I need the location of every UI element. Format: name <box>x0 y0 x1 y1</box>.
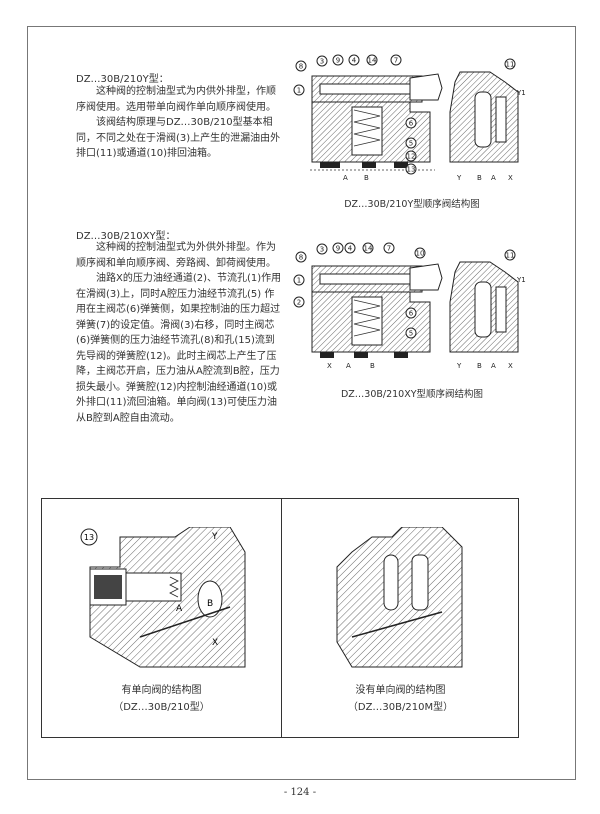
left-caption-line2: （DZ…30B/210型） <box>113 702 210 713</box>
section2-body: 这种阀的控制油型式为外供外排型。作为顺序阀和单向顺序阀、旁路阀、卸荷阀使用。 油… <box>76 240 282 426</box>
label-13: 13 <box>407 166 416 174</box>
right-caption: 没有单向阀的结构图 （DZ…30B/210M型） <box>281 682 520 716</box>
section2-paragraph: 这种阀的控制油型式为外供外排型。作为顺序阀和单向顺序阀、旁路阀、卸荷阀使用。 <box>76 242 276 269</box>
side-port-y: Y <box>456 174 462 182</box>
port-x: X <box>212 638 218 648</box>
label-8: 8 <box>299 254 303 262</box>
label-1: 1 <box>297 87 301 95</box>
section1-paragraph: 该阀结构原理与DZ…30B/210型基本相同，不同之处在于滑阀(3)上产生的泄漏… <box>76 117 281 159</box>
label-4: 4 <box>348 245 353 253</box>
label-y1: Y1 <box>516 276 526 284</box>
section1-title: DZ…30B/210Y型： <box>76 74 169 85</box>
port-y: Y <box>211 532 218 542</box>
label-6: 6 <box>409 120 414 128</box>
label-y1: Y1 <box>516 89 526 97</box>
comparison-box: 13 A B Y X 有单向阀的结构图 （DZ…30B/210型） 没有单向阀的… <box>41 498 519 738</box>
label-6: 6 <box>409 310 414 318</box>
side-port-a: A <box>491 362 496 370</box>
label-7: 7 <box>394 57 398 65</box>
label-3: 3 <box>320 246 324 254</box>
port-a: A <box>346 362 351 370</box>
section1-body: 这种阀的控制油型式为内供外排型，作顺序阀使用。选用带单向阀作单向顺序阀使用。 该… <box>76 84 282 162</box>
port-b: B <box>370 362 375 370</box>
label-14: 14 <box>364 245 373 253</box>
label-7: 7 <box>387 245 391 253</box>
label-11: 11 <box>506 252 515 260</box>
side-port-a: A <box>491 174 496 182</box>
comparison-divider <box>281 499 282 737</box>
left-caption: 有单向阀的结构图 （DZ…30B/210型） <box>42 682 281 716</box>
port-b: B <box>207 599 213 609</box>
label-9: 9 <box>336 57 340 65</box>
left-caption-line1: 有单向阀的结构图 <box>121 685 202 696</box>
diagram-without-check-valve <box>336 527 463 668</box>
right-caption-line2: （DZ…30B/210M型） <box>347 702 454 713</box>
figure2-caption: DZ…30B/210XY型顺序阀结构图 <box>340 389 484 400</box>
page-frame <box>27 26 576 780</box>
label-8: 8 <box>299 63 303 71</box>
label-4: 4 <box>352 57 357 65</box>
side-port-b: B <box>477 362 482 370</box>
valve-diagram-210xy: 8 3 9 4 14 7 10 1 2 6 5 11 Y1 X A B Y B … <box>293 242 526 370</box>
label-3: 3 <box>320 58 324 66</box>
port-a: A <box>343 174 348 182</box>
section2-title: DZ…30B/210XY型： <box>76 231 176 242</box>
valve-diagram-210y: 8 3 9 4 14 7 1 6 5 12 13 11 Y1 A B Y B A… <box>293 54 526 182</box>
section1-paragraph: 这种阀的控制油型式为内供外排型，作顺序阀使用。选用带单向阀作单向顺序阀使用。 <box>76 86 276 113</box>
label-5: 5 <box>409 140 413 148</box>
page-number: - 124 - <box>283 787 317 798</box>
port-b: B <box>364 174 369 182</box>
section2-paragraph: 油路X的压力油经通道(2)、节流孔(1)作用在滑阀(3)上，同时A腔压力油经节流… <box>76 273 282 424</box>
side-port-y: Y <box>456 362 462 370</box>
label-11: 11 <box>506 61 515 69</box>
label-12: 12 <box>407 153 416 161</box>
label-10: 10 <box>416 250 425 258</box>
label-9: 9 <box>336 245 340 253</box>
port-x: X <box>327 362 332 370</box>
right-caption-line1: 没有单向阀的结构图 <box>355 685 446 696</box>
label-2: 2 <box>297 299 301 307</box>
label-5: 5 <box>409 330 413 338</box>
label-1: 1 <box>297 277 301 285</box>
diagram-with-check-valve: 13 A B Y X <box>80 527 246 668</box>
side-port-b: B <box>477 174 482 182</box>
side-port-x: X <box>508 362 513 370</box>
label-13: 13 <box>84 533 94 542</box>
figure1-caption: DZ…30B/210Y型顺序阀结构图 <box>344 199 480 210</box>
label-14: 14 <box>368 57 377 65</box>
port-a: A <box>176 604 183 614</box>
side-port-x: X <box>508 174 513 182</box>
